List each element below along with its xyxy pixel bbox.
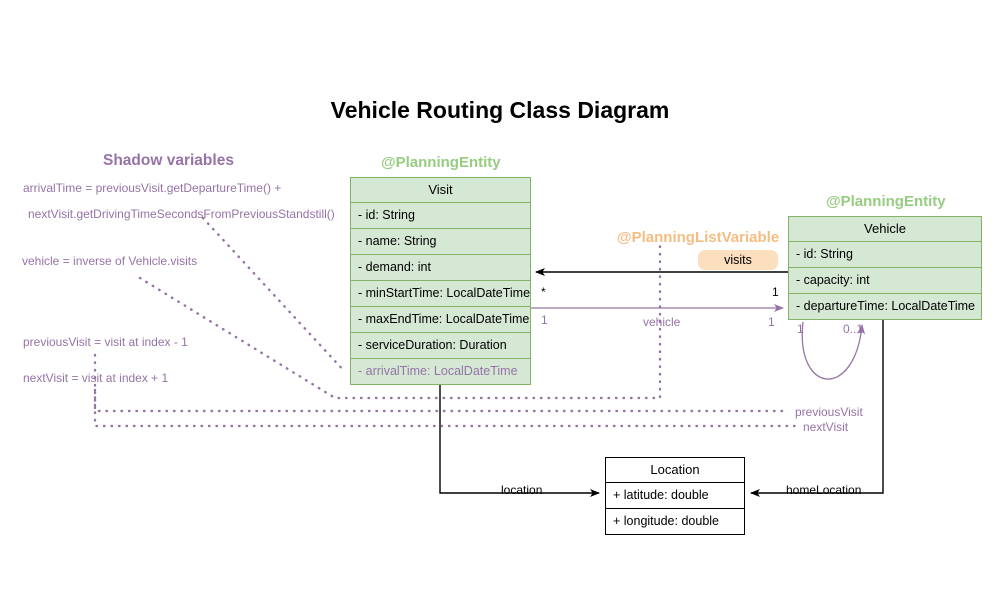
shadow-note-vehicle: vehicle = inverse of Vehicle.visits (22, 254, 198, 268)
class-name-vehicle: Vehicle (788, 216, 982, 242)
class-box-vehicle[interactable]: Vehicle - id: String - capacity: int - d… (788, 216, 982, 320)
relation-label-visits: visits (698, 250, 778, 270)
class-box-location[interactable]: Location + latitude: double + longitude:… (605, 457, 745, 535)
relation-label-location: location (501, 483, 543, 497)
multiplicity-vehicle-source: 1 (541, 313, 548, 327)
class-field-vehicle-capacity: - capacity: int (788, 268, 982, 294)
multiplicity-self-right: 0..1 (843, 322, 864, 336)
shadow-note-arrivaltime-1: arrivalTime = previousVisit.getDeparture… (23, 181, 282, 195)
class-field-visit-id: - id: String (350, 203, 531, 229)
class-field-vehicle-departuretime: - departureTime: LocalDateTime (788, 294, 982, 320)
shadow-note-arrivaltime-2: nextVisit.getDrivingTimeSecondsFromPrevi… (28, 207, 335, 221)
class-field-visit-demand: - demand: int (350, 255, 531, 281)
class-field-vehicle-id: - id: String (788, 242, 982, 268)
stereotype-planning-entity-vehicle: @PlanningEntity (826, 193, 946, 210)
class-field-visit-maxendtime: - maxEndTime: LocalDateTime (350, 307, 531, 333)
class-field-visit-arrivaltime: - arrivalTime: LocalDateTime (350, 359, 531, 385)
page-title: Vehicle Routing Class Diagram (330, 97, 670, 123)
shadow-note-nextvisit: nextVisit = visit at index + 1 (23, 371, 169, 385)
class-field-visit-serviceduration: - serviceDuration: Duration (350, 333, 531, 359)
stereotype-planning-entity-visit: @PlanningEntity (381, 154, 501, 171)
relation-label-vehicle: vehicle (643, 315, 681, 329)
shadow-variables-heading: Shadow variables (103, 152, 234, 169)
class-field-visit-name: - name: String (350, 229, 531, 255)
class-name-location: Location (605, 457, 745, 483)
shadow-note-previousvisit: previousVisit = visit at index - 1 (23, 335, 188, 349)
class-name-visit: Visit (350, 177, 531, 203)
class-field-visit-minstarttime: - minStartTime: LocalDateTime (350, 281, 531, 307)
class-field-location-longitude: + longitude: double (605, 509, 745, 535)
stereotype-planning-list-variable: @PlanningListVariable (617, 229, 780, 246)
multiplicity-vehicle-target: 1 (768, 315, 775, 329)
multiplicity-visits-target: * (541, 285, 546, 299)
relation-label-homelocation: homeLocation (786, 483, 862, 497)
multiplicity-visits-source: 1 (772, 285, 779, 299)
relation-label-nextvisit: nextVisit (803, 420, 849, 434)
class-field-location-latitude: + latitude: double (605, 483, 745, 509)
class-box-visit[interactable]: Visit - id: String - name: String - dema… (350, 177, 531, 385)
relation-label-previousvisit: previousVisit (795, 405, 863, 419)
multiplicity-self-left: 1 (797, 322, 804, 336)
